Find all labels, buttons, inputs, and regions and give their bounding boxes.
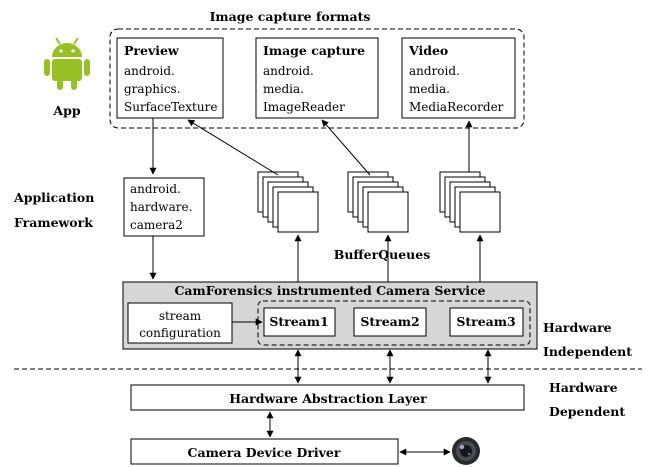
format-line: MediaRecorder (409, 100, 504, 114)
driver-label: Camera Device Driver (188, 445, 341, 460)
android-robot-icon (44, 37, 90, 90)
camera2-line: camera2 (130, 218, 183, 232)
buffer-queue-stack-3 (439, 171, 501, 233)
hw-independent-line1: Hardware (543, 320, 612, 335)
format-title: Preview (124, 43, 180, 58)
format-box-image-capture: Image capture android. media. ImageReade… (255, 37, 379, 119)
format-line: android. (263, 64, 314, 78)
hal-box: Hardware Abstraction Layer (130, 384, 525, 411)
app-label: App (52, 103, 80, 118)
format-box-preview: Preview android. graphics. SurfaceTextur… (116, 37, 224, 119)
camera2-line: android. (130, 182, 181, 196)
stream-label: Stream2 (360, 314, 419, 329)
hal-label: Hardware Abstraction Layer (229, 391, 427, 406)
camera2-box: android. hardware. camera2 (123, 177, 205, 237)
stream-config-line: configuration (139, 326, 221, 340)
hw-dependent-line2: Dependent (549, 404, 625, 419)
framework-label-line1: Application (13, 190, 94, 205)
format-line: media. (409, 82, 450, 96)
stream-configuration-box: stream configuration (127, 302, 233, 344)
hw-independent-line2: Independent (543, 344, 632, 359)
stream-label: Stream1 (269, 314, 328, 329)
arrow-stack2-to-imagecapture (321, 119, 371, 176)
camera-driver-box: Camera Device Driver (130, 438, 399, 465)
capture-formats-group (109, 28, 525, 129)
camera-service-title: CamForensics instrumented Camera Service (174, 283, 485, 298)
buffer-queue-stack-1 (257, 171, 319, 233)
stream3-box: Stream3 (449, 307, 524, 337)
format-title: Image capture (263, 43, 365, 58)
streams-group (257, 300, 531, 346)
arrow-stack1-to-preview (187, 119, 279, 176)
format-line: android. (124, 64, 175, 78)
stream2-box: Stream2 (353, 307, 427, 337)
format-line: SurfaceTexture (124, 100, 217, 114)
camera2-line: hardware. (130, 200, 192, 214)
format-line: media. (263, 82, 304, 96)
stream1-box: Stream1 (263, 307, 336, 337)
format-line: android. (409, 64, 460, 78)
buffer-queue-stack-2 (347, 171, 409, 233)
bufferqueues-label: BufferQueues (334, 247, 430, 262)
stream-config-line: stream (159, 309, 202, 323)
format-box-video: Video android. media. MediaRecorder (401, 37, 516, 119)
format-line: ImageReader (263, 100, 345, 114)
stream-label: Stream3 (456, 314, 515, 329)
hw-dependent-line1: Hardware (549, 380, 618, 395)
camera-lens-icon (452, 437, 480, 465)
framework-label-line2: Framework (14, 215, 93, 230)
format-title: Video (408, 43, 448, 58)
format-line: graphics. (124, 82, 181, 96)
group-title: Image capture formats (210, 9, 371, 24)
